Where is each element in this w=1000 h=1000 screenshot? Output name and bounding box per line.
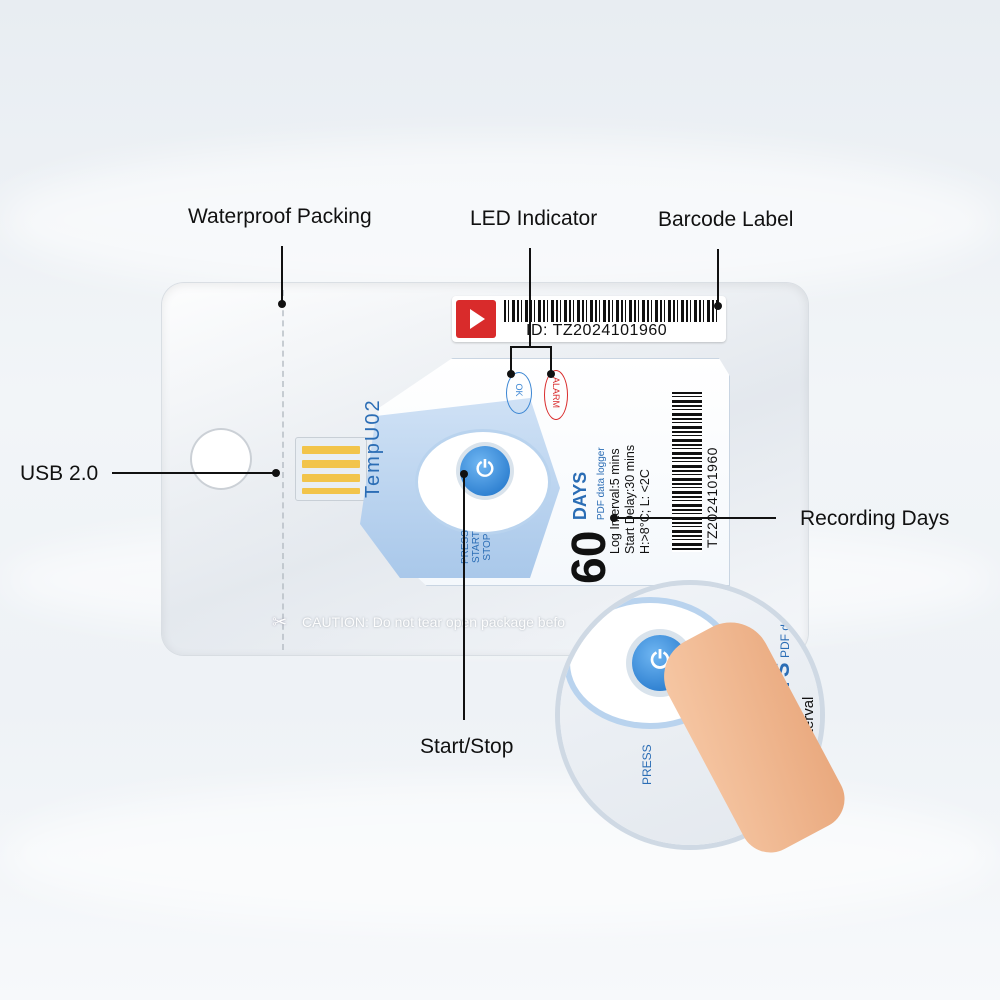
leader-line: [112, 472, 276, 474]
hang-hole: [190, 428, 252, 490]
spec-block: Log Interval:5 mins Start Delay:30 mins …: [608, 445, 653, 554]
callout-waterproof-packing: Waterproof Packing: [188, 205, 372, 228]
usb-connector: [295, 437, 367, 501]
leader-dot: [547, 370, 555, 378]
leader-dot: [610, 514, 618, 522]
caution-text: CAUTION: Do not tear open package befo: [302, 614, 566, 630]
background-wave: [0, 140, 1000, 300]
barcode-bars: [504, 300, 720, 322]
play-icon: [456, 300, 496, 338]
leader-line: [510, 346, 552, 348]
usb-pin: [302, 446, 360, 454]
callout-barcode-label: Barcode Label: [658, 208, 794, 231]
zoom-days-subtitle: PDF data l: [778, 601, 792, 659]
days-subtitle: PDF data logger: [596, 447, 607, 521]
led-ok-indicator: OK: [506, 372, 532, 414]
data-logger-device: ⏻ TempU02 PRESS START STOP OK ALARM 60 D…: [360, 358, 730, 586]
usb-pin: [302, 474, 360, 482]
device-barcode-id: TZ2024101960: [704, 447, 720, 548]
barcode-id: ID: TZ2024101960: [526, 322, 668, 339]
leader-line: [550, 346, 552, 372]
leader-line: [614, 517, 776, 519]
leader-dot: [714, 302, 722, 310]
usb-pin: [302, 460, 360, 468]
leader-line: [529, 248, 531, 346]
press-text-line: STOP: [482, 533, 493, 561]
callout-led-indicator: LED Indicator: [470, 207, 598, 230]
led-ok-label: OK: [514, 383, 524, 397]
press-text-line: PRESS: [460, 530, 471, 564]
led-alarm-label: ALARM: [551, 377, 561, 409]
spec-line: H:>8°C; L: <2C: [638, 469, 652, 554]
zoom-press-text: PRESS: [640, 744, 654, 785]
leader-dot: [460, 470, 468, 478]
leader-line: [463, 474, 465, 720]
background-wave: [0, 780, 1000, 930]
start-stop-button[interactable]: ⏻: [460, 446, 510, 496]
spec-line: Start Delay:30 mins: [623, 444, 637, 554]
days-word: DAYS: [570, 471, 590, 521]
model-name: TempU02: [362, 398, 384, 498]
usb-pin: [302, 488, 360, 494]
leader-line: [281, 246, 283, 304]
leader-line: [717, 249, 719, 305]
power-icon: ⏻: [476, 456, 494, 481]
leader-dot: [272, 469, 280, 477]
leader-dot: [278, 300, 286, 308]
leader-line: [510, 346, 512, 372]
callout-usb: USB 2.0: [20, 462, 99, 485]
leader-dot: [507, 370, 515, 378]
device-barcode: [672, 392, 702, 552]
spec-line: Log Interval:5 mins: [608, 448, 622, 554]
barcode-label: ID: TZ2024101960: [452, 296, 726, 342]
callout-start-stop: Start/Stop: [420, 735, 514, 758]
led-alarm-indicator: ALARM: [544, 370, 568, 420]
scissors-icon: ✂: [272, 612, 288, 632]
press-text-line: START: [471, 531, 482, 563]
pouch-seam: [282, 290, 284, 650]
callout-recording-days: Recording Days: [800, 507, 950, 530]
